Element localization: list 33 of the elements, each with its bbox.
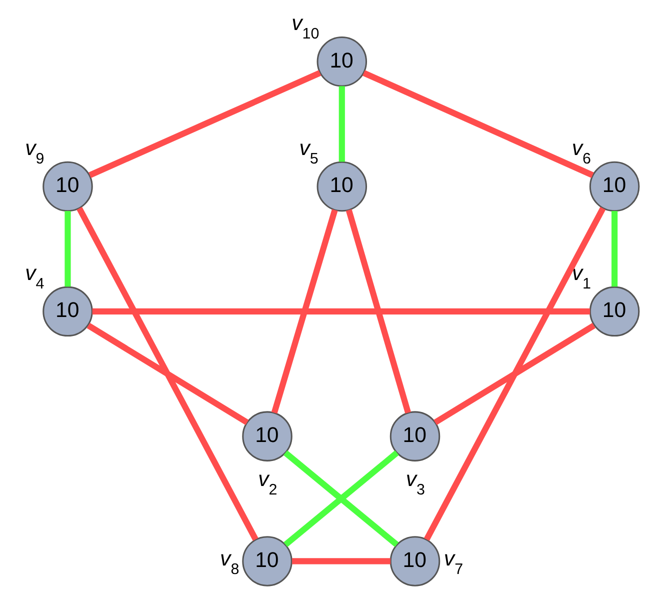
node-label: v$_{4}$ (25, 260, 44, 292)
connector (346, 209, 412, 414)
node-circle: 10 (42, 286, 93, 337)
node-label: v$_{9}$ (25, 136, 44, 168)
node-label: v$_{1}$ (572, 260, 592, 292)
node-circle: 10 (42, 161, 93, 212)
node-label: v$_{8}$ (220, 546, 240, 578)
connector (271, 209, 338, 414)
node-circle: 10 (390, 536, 440, 586)
connector (92, 308, 590, 314)
node-label: v$_{7}$ (444, 546, 464, 578)
node-circle: 10 (316, 161, 368, 212)
node-circle: 10 (316, 36, 368, 87)
connector (86, 322, 249, 426)
connector (612, 210, 618, 287)
node-circle: 10 (242, 536, 292, 586)
node-circle: 10 (242, 411, 292, 462)
node-label: v$_{10}$ (292, 10, 320, 42)
node-label: v$_{5}$ (299, 136, 318, 168)
node-label: v$_{3}$ (406, 467, 425, 499)
node-circle: 10 (589, 161, 640, 212)
node-circle: 10 (390, 411, 440, 462)
connector (292, 558, 391, 564)
connector (64, 210, 71, 287)
node-label: v$_{2}$ (258, 467, 278, 499)
connector (434, 322, 596, 426)
connector (362, 70, 594, 178)
node-circle: 10 (589, 286, 640, 337)
connector (88, 70, 322, 178)
connector (76, 206, 258, 541)
connector (338, 86, 345, 162)
connector (424, 206, 606, 541)
node-label: v$_{6}$ (572, 136, 592, 168)
